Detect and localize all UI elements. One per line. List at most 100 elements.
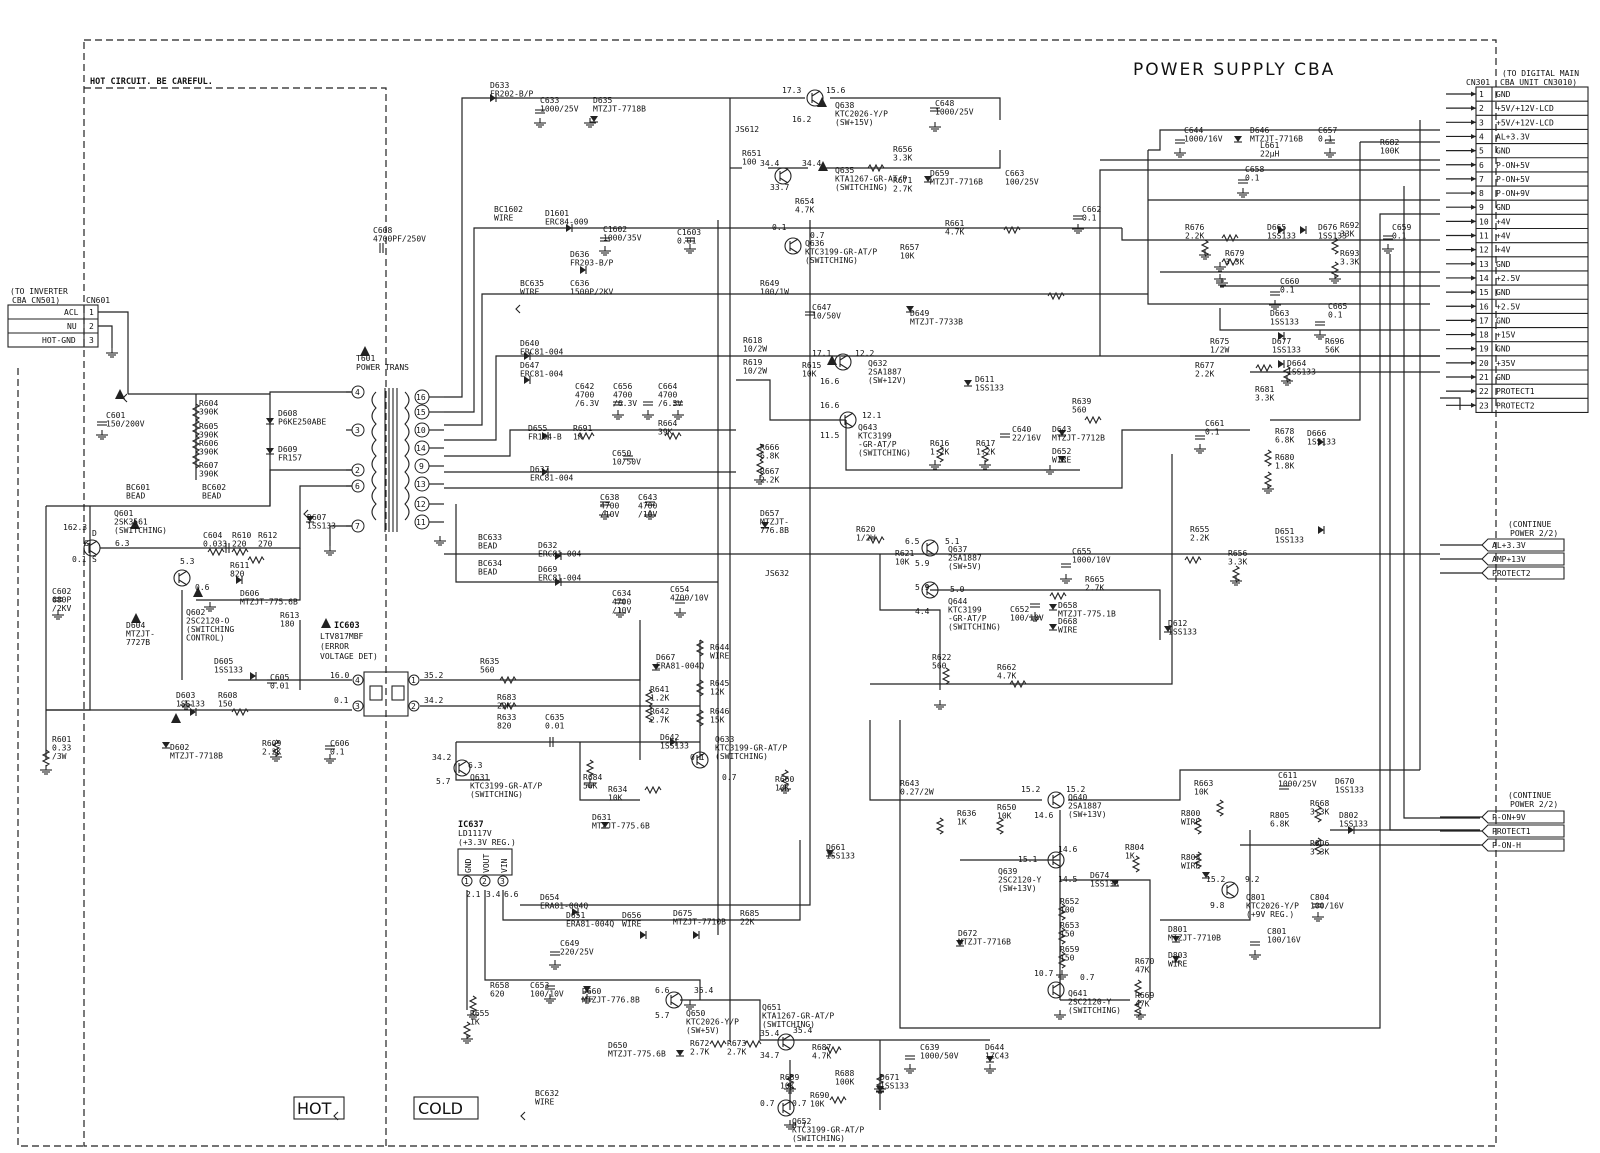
ic603-v-in2: 0.1 bbox=[334, 696, 349, 705]
component-label: C649 bbox=[560, 939, 579, 948]
component-label: FR104-B bbox=[528, 433, 562, 442]
component-label: C655 bbox=[1072, 547, 1091, 556]
component-label: Q601 bbox=[114, 509, 133, 518]
component-label: 7727B bbox=[126, 638, 150, 647]
component-label: C661 bbox=[1205, 419, 1224, 428]
component-label: (SWITCHING) bbox=[858, 449, 911, 458]
cn301-pin-label: +5V/+12V-LCD bbox=[1496, 118, 1554, 127]
component-label: 2SC2120-Y bbox=[998, 876, 1042, 885]
svg-text:4: 4 bbox=[355, 676, 360, 685]
component-label: D658 bbox=[1058, 601, 1077, 610]
component-label: C1602 bbox=[603, 225, 627, 234]
voltage-reading: 14.6 bbox=[1034, 811, 1053, 820]
component-label: 820 bbox=[230, 570, 245, 579]
voltage-reading: 0.7 bbox=[760, 1099, 775, 1108]
component-label: (SW+5V) bbox=[948, 562, 982, 571]
component-label: C801 bbox=[1267, 927, 1286, 936]
cn301-pin-num: 5 bbox=[1479, 147, 1484, 156]
component-label: D676 bbox=[1318, 223, 1337, 232]
component-label: D659 bbox=[930, 169, 949, 178]
component-label: D612 bbox=[1168, 619, 1187, 628]
voltage-reading: 9.8 bbox=[1210, 901, 1225, 910]
component-label: 100/10V bbox=[530, 990, 564, 999]
component-label: D674 bbox=[1090, 871, 1109, 880]
component-label: 1SS133 bbox=[1318, 232, 1347, 241]
component-label: 10K bbox=[1194, 788, 1209, 797]
component-label: BC1602 bbox=[494, 205, 523, 214]
component-label: Q638 bbox=[835, 101, 854, 110]
component-label: 270 bbox=[258, 540, 273, 549]
component-label: R670 bbox=[1135, 957, 1154, 966]
component-label: R673 bbox=[727, 1039, 746, 1048]
component-label: MTZJT-776.8B bbox=[582, 996, 640, 1005]
component-label: 2.2K bbox=[1185, 232, 1204, 241]
component-label: WIRE bbox=[1168, 960, 1187, 969]
cn301-pin-label: +2.5V bbox=[1496, 302, 1520, 311]
component-label: R606 bbox=[199, 439, 218, 448]
component-label: Q602 bbox=[186, 608, 205, 617]
component-label: D651 bbox=[1275, 527, 1294, 536]
component-label: 820 bbox=[497, 722, 512, 731]
ic603-warning-icon bbox=[321, 618, 331, 628]
component-label: KTC3199 bbox=[858, 432, 892, 441]
voltage-reading: 33.7 bbox=[770, 183, 789, 192]
ic637-regulator: IC637 LD1117V (+3.3V REG.) GND VOUT VIN … bbox=[457, 820, 519, 899]
voltage-reading: 5.1 bbox=[945, 537, 960, 546]
component-label: 4700 bbox=[613, 391, 632, 400]
component-label: R644 bbox=[710, 643, 729, 652]
component-label: 22/16V bbox=[1012, 434, 1041, 443]
component-label: 150 bbox=[1060, 930, 1075, 939]
component-label: 0.1 bbox=[1392, 232, 1407, 241]
component-label: R652 bbox=[1060, 897, 1079, 906]
component-label: R622 bbox=[932, 653, 951, 662]
component-label: R643 bbox=[900, 779, 919, 788]
component-label: R691 bbox=[573, 424, 592, 433]
voltage-reading: 16.6 bbox=[820, 401, 839, 410]
component-label: MTZJT-7718B bbox=[593, 105, 646, 114]
connector-cn601: (TO INVERTER CBA CN501) CN601 ACL NU HOT… bbox=[7, 287, 110, 348]
cn301-pin-num: 20 bbox=[1479, 359, 1489, 368]
component-label: /6.3V bbox=[613, 399, 637, 408]
component-label: R601 bbox=[52, 735, 71, 744]
component-label: R633 bbox=[497, 713, 516, 722]
component-label: 776.8B bbox=[760, 526, 789, 535]
voltage-reading: 34.4 bbox=[802, 159, 821, 168]
component-label: Q632 bbox=[868, 359, 887, 368]
component-label: R663 bbox=[1194, 779, 1213, 788]
component-label: 100/10V bbox=[1010, 614, 1044, 623]
component-label: R661 bbox=[945, 219, 964, 228]
component-label: D664 bbox=[1287, 359, 1306, 368]
t601-primary-pin: 6 bbox=[355, 482, 360, 491]
component-label: BEAD bbox=[126, 492, 145, 501]
cn301-ref: CN301 bbox=[1466, 78, 1490, 87]
component-label: 10K bbox=[775, 784, 790, 793]
component-label: C658 bbox=[1245, 165, 1264, 174]
component-label: D661 bbox=[826, 843, 845, 852]
component-label: Q651 bbox=[762, 1003, 781, 1012]
component-label: R604 bbox=[199, 399, 218, 408]
t601-secondary-pin: 14 bbox=[416, 444, 426, 453]
component-label: 0.1 bbox=[1280, 286, 1295, 295]
component-label: (SWITCHING) bbox=[948, 623, 1001, 632]
component-label: 4700 bbox=[612, 598, 631, 607]
component-label: 1.2K bbox=[976, 448, 995, 457]
component-label: 2.7K bbox=[650, 716, 669, 725]
component-label: R803 bbox=[1181, 853, 1200, 862]
component-label: R612 bbox=[258, 531, 277, 540]
component-label: R684 bbox=[583, 773, 602, 782]
component-label: 0.27/2W bbox=[900, 788, 934, 797]
ic603-note1: (ERROR bbox=[320, 642, 349, 651]
component-label: 0.01 bbox=[677, 237, 696, 246]
ic603-v-in1: 16.0 bbox=[330, 671, 349, 680]
component-label: R660 bbox=[775, 775, 794, 784]
component-label: /3W bbox=[52, 752, 67, 761]
component-label: 4700 bbox=[638, 502, 657, 511]
component-label: 1SS133 bbox=[660, 742, 689, 751]
component-label: 2SA1887 bbox=[868, 368, 902, 377]
component-label: R693 bbox=[1340, 249, 1359, 258]
component-label: Q641 bbox=[1068, 989, 1087, 998]
component-label: 56K bbox=[1325, 346, 1340, 355]
cn301-pin-num: 19 bbox=[1479, 345, 1489, 354]
voltage-reading: 16.6 bbox=[820, 377, 839, 386]
component-label: R650 bbox=[997, 803, 1016, 812]
